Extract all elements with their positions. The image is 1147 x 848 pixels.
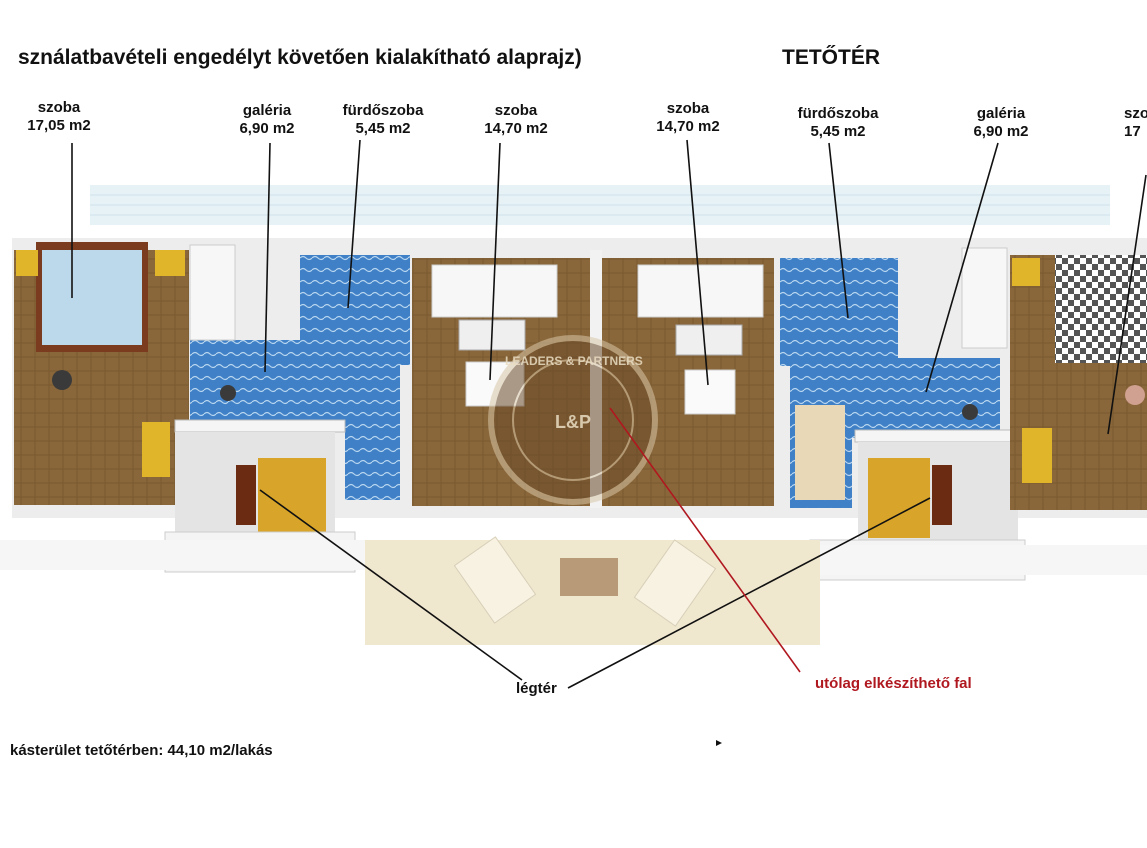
watermark-logo — [488, 335, 658, 505]
floor-title: TETŐTÉR — [782, 46, 880, 69]
watermark-monogram: L&P — [555, 412, 591, 432]
area-note: kásterület tetőtérben: 44,10 m2/lakás — [10, 742, 273, 759]
plan-title: sználatbavételi engedélyt követően kiala… — [18, 46, 582, 69]
airspace-label: légtér — [516, 680, 557, 697]
later-wall-label: utólag elkészíthető fal — [815, 675, 972, 692]
watermark-text: LEADERS & PARTNERS — [505, 354, 643, 368]
